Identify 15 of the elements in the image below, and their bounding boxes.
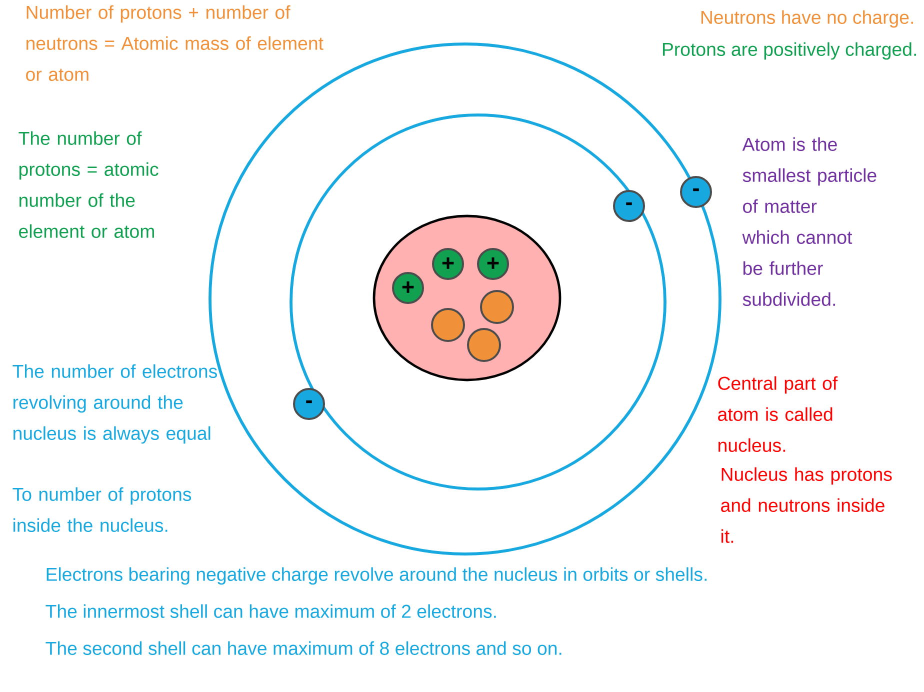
note-text: Electrons bearing negative charge revolve around the nucleus in orbits or shells. bbox=[46, 567, 706, 585]
neutron-circle bbox=[431, 308, 465, 342]
neutron-circle bbox=[480, 290, 514, 324]
note-text: The number of protons = atomic number of the element or atom bbox=[18, 131, 158, 238]
note-text: Atom is the smallest particle of matter which cannot be further subdivided. bbox=[742, 137, 876, 306]
note-text: Number of protons + number of neutrons = Atomic mass of element or atom bbox=[26, 5, 324, 81]
note-text: Neutrons have no charge. bbox=[701, 10, 913, 28]
note-text: Protons are positively charged. bbox=[662, 42, 916, 60]
note-text: Nucleus has protons and neutrons inside it. bbox=[721, 467, 892, 543]
note-text: The innermost shell can have maximum of 2 electrons. bbox=[46, 604, 496, 618]
note-text: The second shell can have maximum of 8 electrons and so on. bbox=[46, 641, 562, 655]
neutron-circle bbox=[467, 328, 501, 362]
note-text: The number of electrons revolving around the nucleus is always equal bbox=[12, 364, 217, 444]
note-text: To number of protons inside the nucleus. bbox=[12, 487, 192, 532]
note-text: Central part of atom is called nucleus. bbox=[718, 376, 838, 452]
